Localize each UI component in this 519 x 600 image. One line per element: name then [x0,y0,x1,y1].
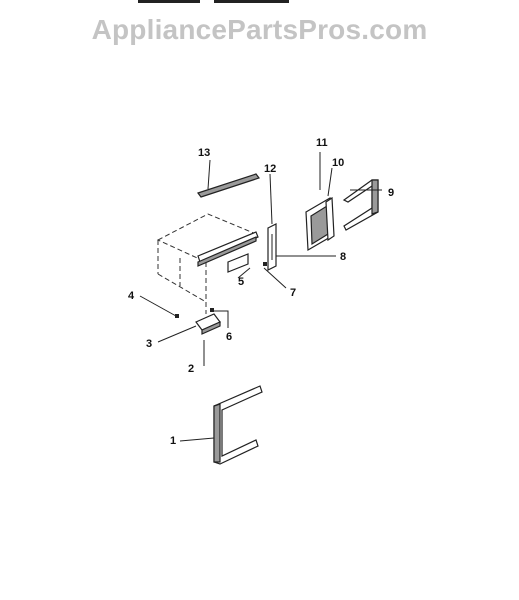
callout-4: 4 [128,290,135,302]
leader-lines [139,152,382,442]
callout-5: 5 [238,276,244,288]
top-edge-bars [138,0,289,3]
part-12-side-piece [267,223,277,271]
part-1-bottom-frame [213,385,263,465]
callout-10: 10 [332,157,344,169]
hardware-marks [175,262,267,318]
callout-12: 12 [264,163,276,175]
callout-9: 9 [388,187,394,199]
callout-7: 7 [290,287,296,299]
callout-6: 6 [226,331,232,343]
part-13-top-rail [197,173,260,198]
site-watermark: AppliancePartsPros.com [91,14,428,45]
part-10-curtain-panel [305,196,335,252]
callout-8: 8 [340,251,346,263]
callout-3: 3 [146,338,152,350]
part-5-mounting-rail [197,231,259,273]
callout-11: 11 [316,137,328,149]
callout-2: 2 [188,363,194,375]
part-3-bracket [195,313,221,335]
callout-1: 1 [170,435,176,447]
part-9-side-frame [342,179,379,231]
callout-13: 13 [198,147,210,159]
